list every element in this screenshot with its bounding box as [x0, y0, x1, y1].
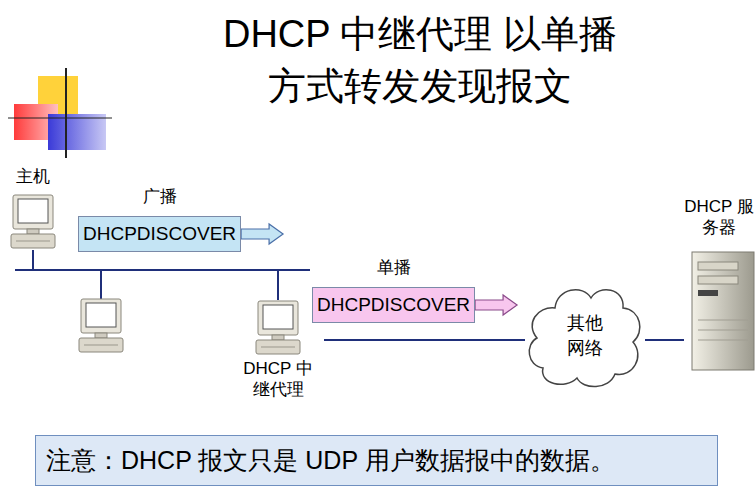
ornament-square: [48, 114, 106, 150]
note-text: 注意：DHCP 报文只是 UDP 用户数据报中的数据。: [46, 444, 707, 477]
note-node: 注意：DHCP 报文只是 UDP 用户数据报中的数据。: [35, 435, 718, 486]
block-arrow: [241, 224, 283, 244]
pc-node: 主机: [6, 166, 60, 250]
message-type: 单播: [312, 257, 475, 279]
cloud-text-wrap: 其他 网络: [525, 280, 645, 392]
server-icon: [692, 252, 754, 370]
network-link: [645, 339, 684, 341]
cloud-label: 其他 网络: [564, 311, 605, 361]
slide-title: DHCP 中继代理 以单播方式转发发现报文: [210, 8, 630, 112]
msg-node: 广播 DHCPDISCOVER: [78, 186, 241, 252]
server-node: DHCP 服务器: [684, 196, 754, 372]
device-label: DHCP 服务器: [684, 196, 754, 238]
lan-drop: [100, 270, 102, 300]
device-label: DHCP 中继代理: [243, 358, 313, 400]
computer-icon: [256, 301, 300, 354]
message-box: DHCPDISCOVER: [78, 216, 241, 252]
message-type: 广播: [78, 186, 241, 208]
relay-node: DHCP 中继代理: [232, 300, 324, 400]
computer-icon: [79, 299, 123, 352]
computer-icon: [11, 195, 55, 248]
ornament-line: [65, 68, 67, 158]
network-link: [324, 339, 525, 341]
network-link: [33, 250, 278, 300]
device-label: 主机: [6, 166, 60, 187]
block-arrow: [475, 295, 517, 315]
msg-node: 单播 DHCPDISCOVER: [312, 257, 475, 323]
cloud-shape: [525, 280, 645, 392]
message-box: DHCPDISCOVER: [312, 287, 475, 323]
cloud-node: 其他 网络: [525, 280, 645, 392]
ornament-line: [8, 118, 112, 119]
